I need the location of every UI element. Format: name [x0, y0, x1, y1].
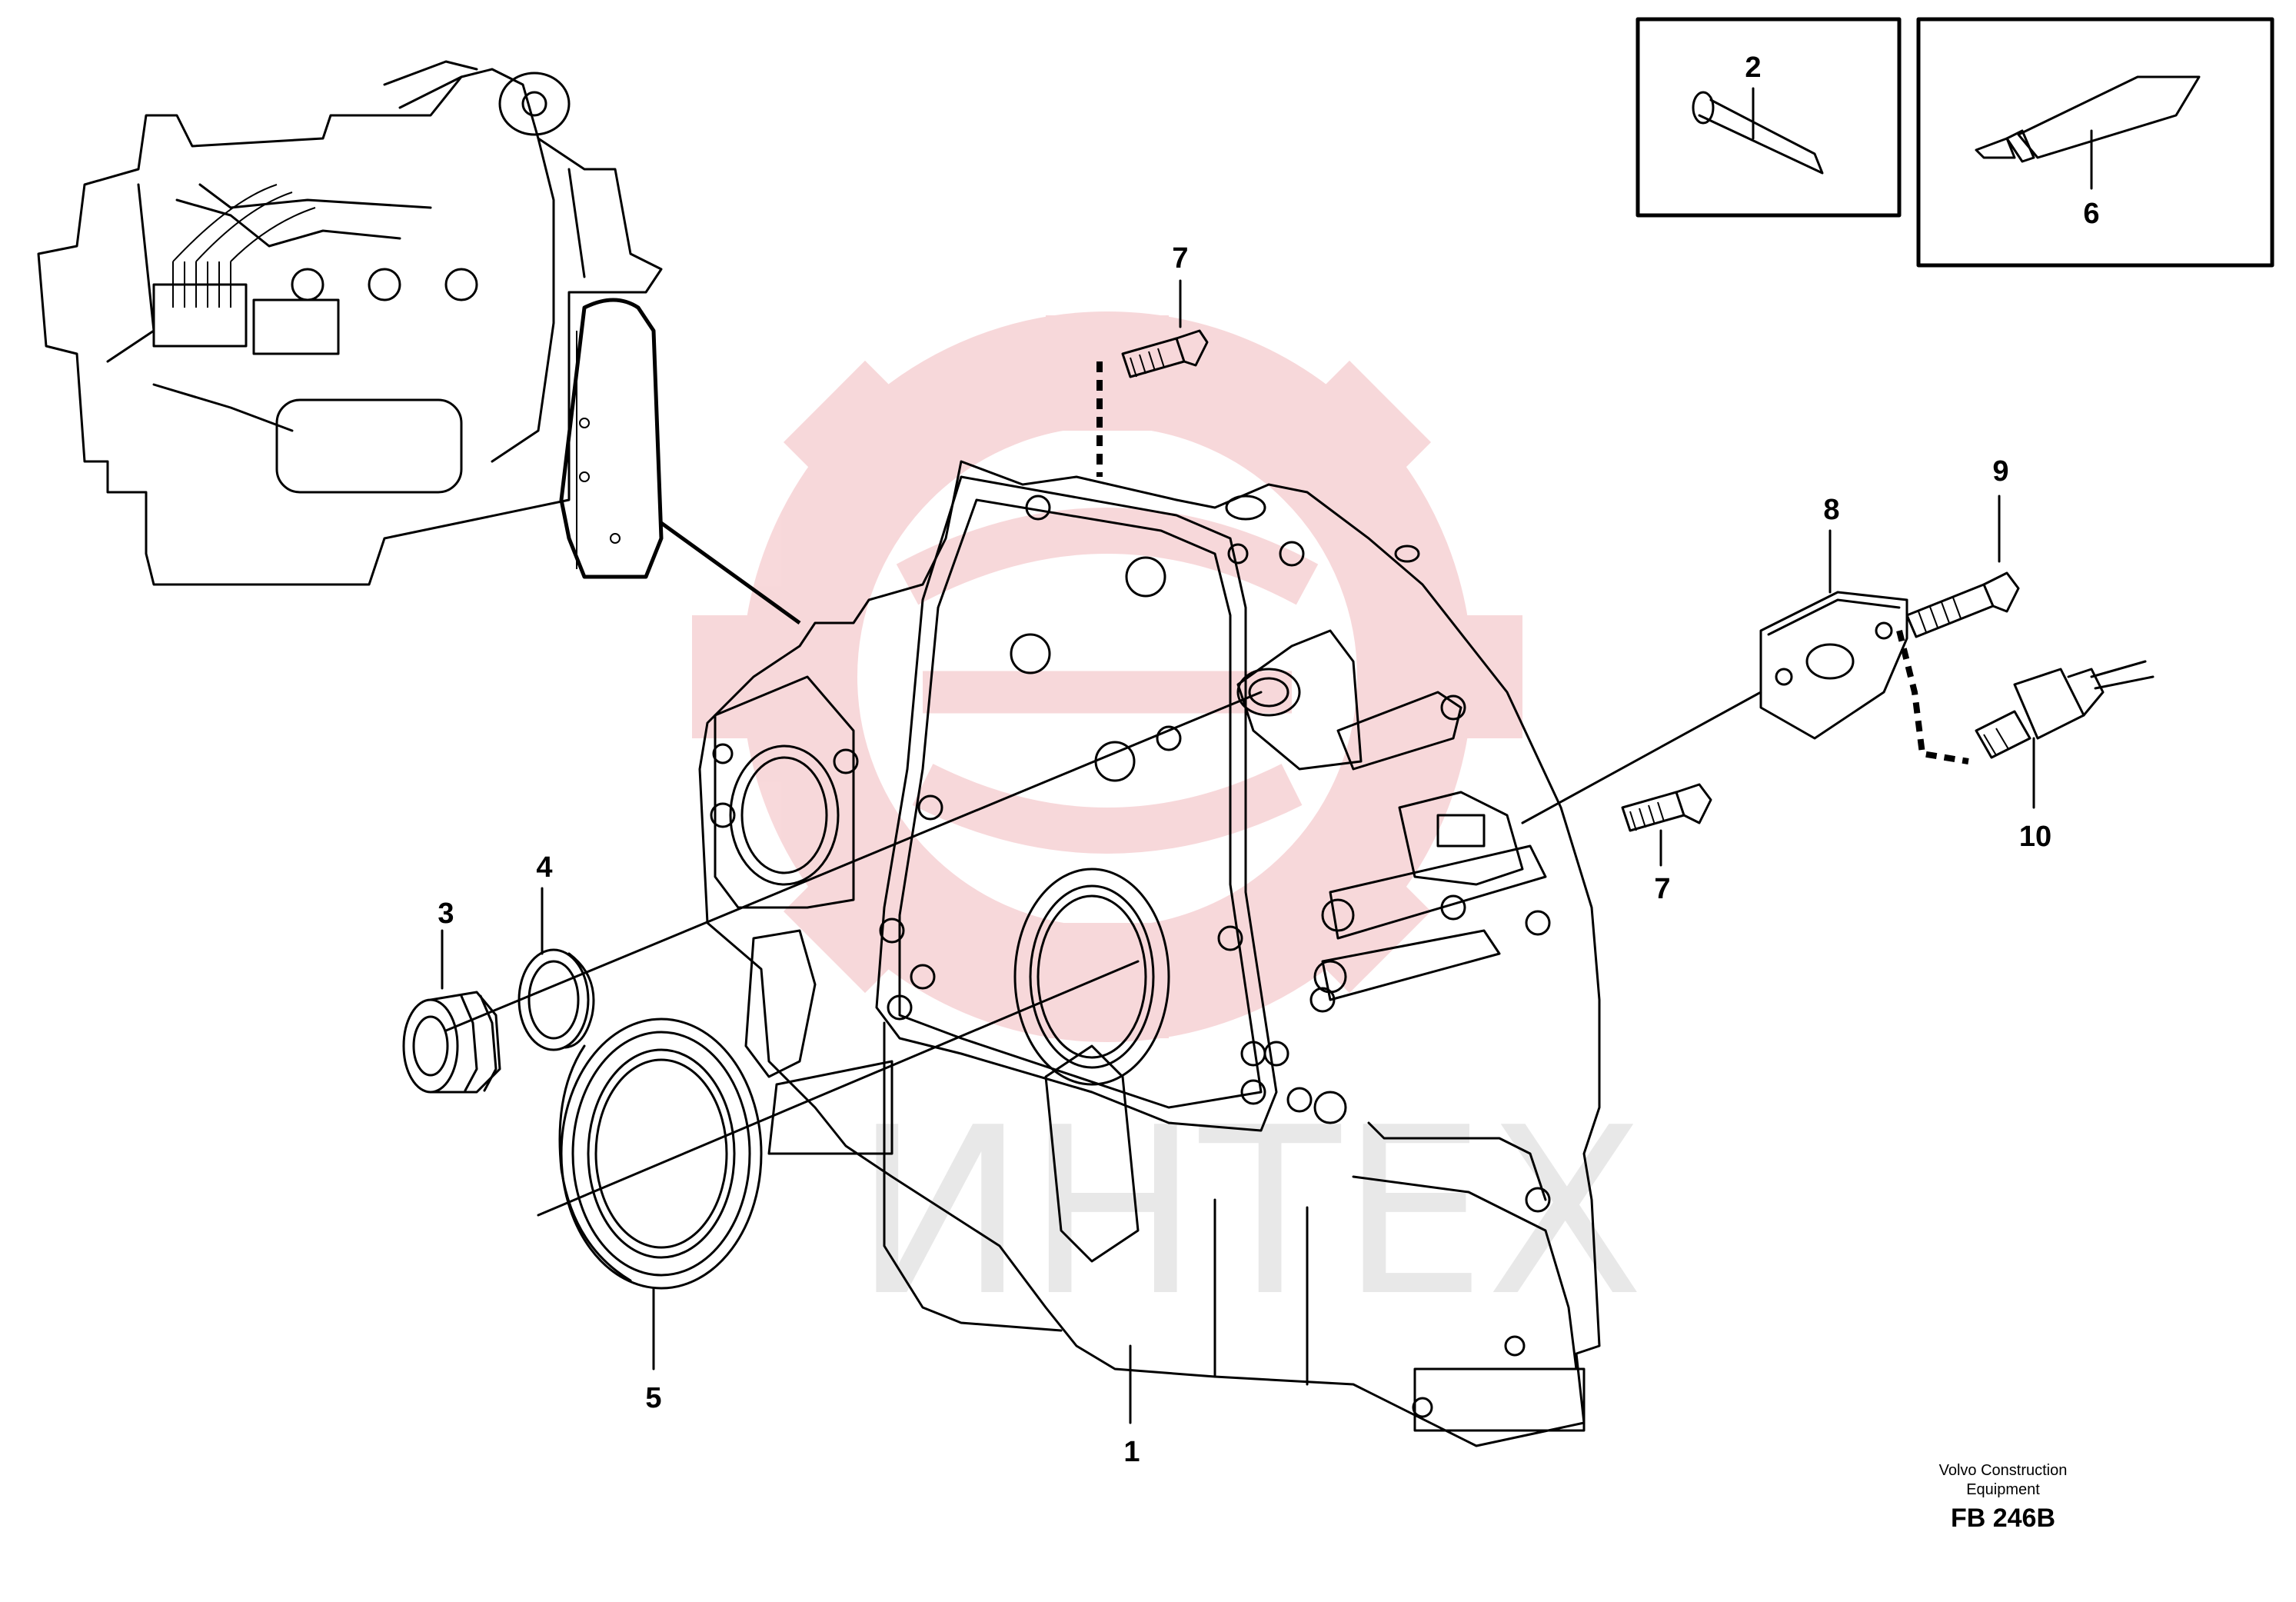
- seal-ring-part-5: [558, 1017, 763, 1290]
- box-item-6: [1916, 17, 2274, 268]
- callout-10: 10: [2019, 821, 2051, 853]
- footer-code: FB 246B: [1951, 1504, 2055, 1533]
- callout-3: 3: [438, 898, 454, 930]
- leader-line-8-to-housing: [1521, 691, 1762, 824]
- bolt-part-7-right: [1621, 783, 1712, 832]
- leader-line-5-to-housing: [537, 960, 1140, 1217]
- callout-5: 5: [645, 1382, 661, 1414]
- callout-2: 2: [1745, 52, 1761, 84]
- callout-9: 9: [1992, 455, 2008, 488]
- publisher-label: Volvo Construction Equipment FB 246B: [1939, 1462, 2068, 1533]
- callout-6: 6: [2083, 198, 2099, 230]
- o-ring-part-4: [517, 948, 595, 1051]
- footer-line-1: Volvo Construction: [1939, 1462, 2068, 1479]
- flywheel-housing: [698, 460, 1601, 1447]
- sensor-part-10: [1975, 660, 2155, 759]
- callout-8: 8: [1823, 494, 1839, 526]
- inset-pointer-line: [660, 521, 801, 625]
- callout-4: 4: [536, 851, 552, 884]
- bolt-part-9: [1905, 571, 2020, 638]
- plug-part-3: [402, 991, 501, 1094]
- bolt-part-7-top: [1096, 329, 1209, 477]
- callout-7-right: 7: [1654, 873, 1670, 905]
- watermark-gear-icon: [692, 311, 1522, 1042]
- callout-1: 1: [1123, 1436, 1140, 1468]
- dashed-connector-8-10: [1896, 630, 1969, 764]
- footer-line-2: Equipment: [1966, 1481, 2040, 1498]
- plate-part-8: [1759, 591, 1908, 740]
- callout-7-top: 7: [1172, 242, 1188, 275]
- box-item-2: [1635, 17, 1902, 218]
- leader-line-3-to-housing: [444, 691, 1263, 1032]
- engine-overview-illustration: [37, 60, 664, 586]
- watermark-text: ИНТЕХ: [854, 1078, 1644, 1347]
